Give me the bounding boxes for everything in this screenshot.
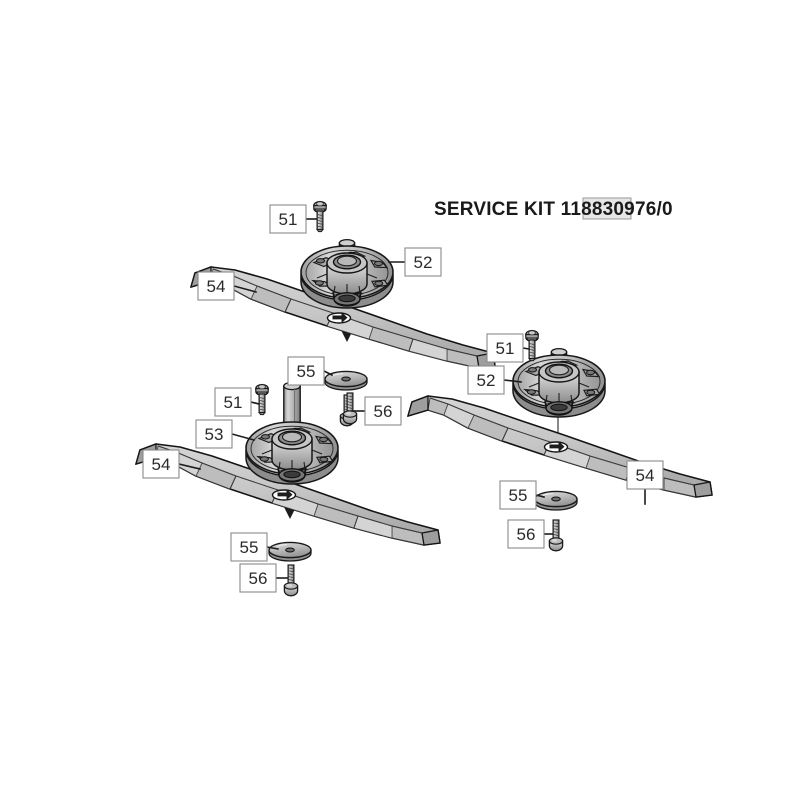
callout-label: 55 <box>509 486 528 505</box>
callout-55[interactable]: 55 <box>499 480 545 510</box>
callout-56[interactable]: 56 <box>239 563 288 593</box>
callout-56[interactable]: 56 <box>507 519 553 549</box>
assembly-bottom-left <box>135 382 441 597</box>
callout-label: 54 <box>636 466 655 485</box>
callout-54[interactable]: 54 <box>626 460 664 505</box>
callout-label: 56 <box>517 525 536 544</box>
part-55-flat-washer <box>268 541 312 562</box>
part-51-flange-bolt <box>255 383 269 416</box>
part-56-blade-screw <box>283 564 299 597</box>
part-56-blade-screw <box>548 519 564 552</box>
callout-52[interactable]: 52 <box>388 247 442 277</box>
callout-label: 53 <box>205 425 224 444</box>
callout-54[interactable]: 54 <box>197 271 257 301</box>
callout-52[interactable]: 52 <box>467 365 522 395</box>
part-51-flange-bolt <box>313 200 327 233</box>
callout-51[interactable]: 51 <box>269 204 317 234</box>
callout-51[interactable]: 51 <box>486 333 530 363</box>
callout-label: 52 <box>477 371 496 390</box>
callouts-top-left: 51 52 54 55 56 <box>197 204 442 426</box>
callout-label: 56 <box>374 402 393 421</box>
part-51-flange-bolt <box>525 329 539 362</box>
part-number-highlight <box>582 197 632 220</box>
callout-label: 54 <box>152 455 171 474</box>
part-52-blade-hub <box>301 240 393 308</box>
service-kit-title-text: SERVICE KIT 118830976/0 <box>434 199 673 220</box>
part-55-flat-washer <box>534 490 578 511</box>
callout-51[interactable]: 51 <box>214 387 260 417</box>
callouts-bottom-left: 51 53 54 55 56 <box>142 387 288 593</box>
callout-53[interactable]: 53 <box>195 419 255 449</box>
callout-label: 52 <box>414 253 433 272</box>
callout-55[interactable]: 55 <box>230 532 279 562</box>
callout-55[interactable]: 55 <box>287 356 334 386</box>
callout-label: 51 <box>279 210 298 229</box>
callouts-right: 51 52 54 55 56 <box>467 333 664 549</box>
callout-label: 51 <box>224 393 243 412</box>
callout-label: 51 <box>496 339 515 358</box>
callout-label: 56 <box>249 569 268 588</box>
callout-label: 55 <box>297 362 316 381</box>
callout-label: 55 <box>240 538 259 557</box>
assembly-right <box>407 329 713 552</box>
part-52-blade-hub <box>513 349 605 417</box>
service-kit-title: SERVICE KIT 118830976/0 <box>434 197 673 220</box>
assembly-top-left <box>190 200 496 427</box>
callout-56[interactable]: 56 <box>351 396 402 426</box>
callout-label: 54 <box>207 277 226 296</box>
callout-54[interactable]: 54 <box>142 449 201 479</box>
